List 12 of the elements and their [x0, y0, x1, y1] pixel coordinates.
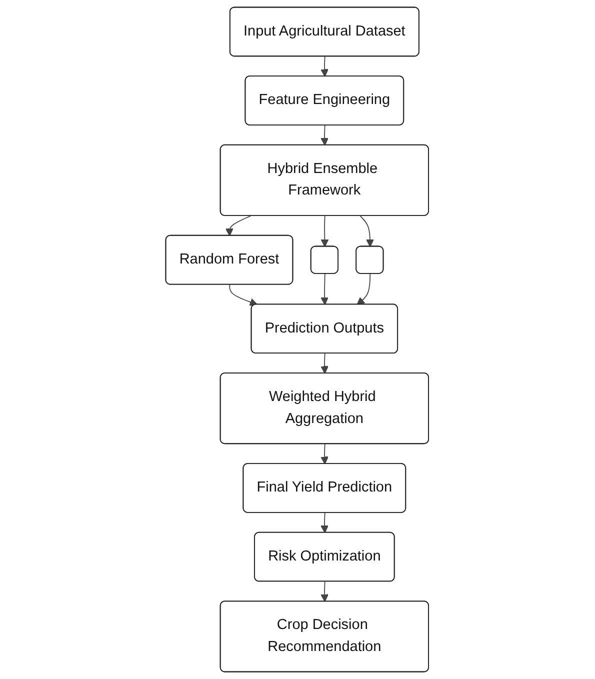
- arrow: [320, 353, 329, 374]
- arrow: [320, 581, 329, 602]
- arrow: [320, 444, 329, 464]
- arrow: [357, 273, 371, 305]
- arrow: [360, 215, 374, 248]
- arrow: [320, 512, 329, 534]
- arrow: [320, 56, 329, 77]
- arrow: [226, 215, 252, 236]
- arrow: [320, 273, 329, 305]
- arrow: [321, 215, 330, 248]
- arrow: [230, 284, 258, 306]
- arrow: [320, 124, 329, 146]
